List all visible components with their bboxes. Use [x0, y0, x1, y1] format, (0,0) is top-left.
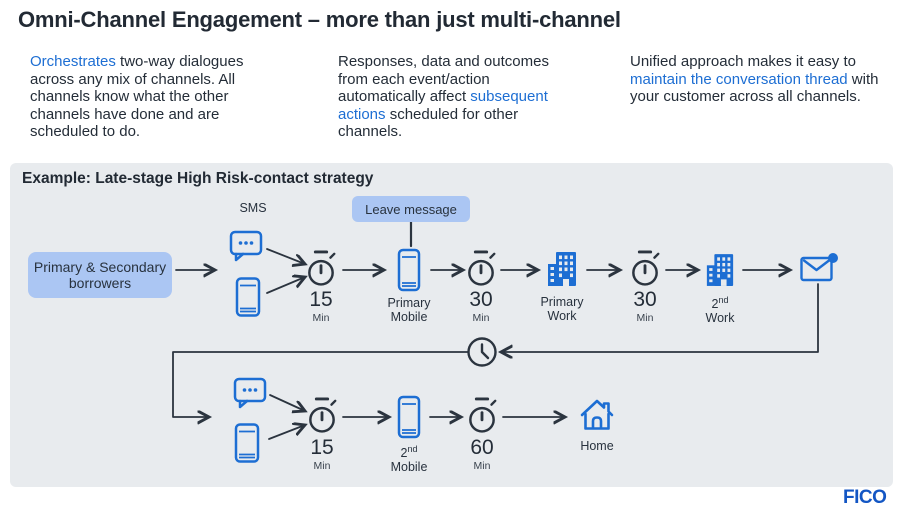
sms-label: SMS [239, 201, 267, 215]
start-node-line2: borrowers [68, 275, 132, 291]
stopwatch-icon [464, 396, 500, 436]
intro-2-pre: Responses, data and outcomes from each e… [338, 53, 549, 105]
second-mobile-label: 2nd Mobile [390, 444, 428, 475]
start-node-borrowers: Primary & Secondary borrowers [28, 252, 172, 298]
wait-time-value: 15 [310, 436, 334, 459]
wait-time-value: 15 [309, 288, 333, 311]
intro-2-post: scheduled for other channels. [338, 105, 519, 141]
intro-paragraph-3: Unified approach makes it easy to mainta… [630, 53, 888, 106]
stopwatch-icon [463, 249, 499, 289]
mobile-phone-icon [397, 248, 421, 292]
leave-message-callout: Leave message [352, 196, 470, 222]
intro-1-text: two-way dialogues across any mix of chan… [30, 53, 244, 140]
wait-time-value: 30 [633, 288, 657, 311]
diagram-heading: Example: Late-stage High Risk-contact st… [22, 170, 374, 187]
wait-time-value: 60 [470, 436, 494, 459]
wait-time-unit: Min [473, 460, 491, 472]
example-diagram-panel: Example: Late-stage High Risk-contact st… [10, 163, 893, 487]
office-building-icon [546, 251, 578, 287]
primary-work-label: Primary Work [540, 295, 584, 323]
connector-lines [172, 220, 819, 440]
mobile-phone-icon [233, 422, 261, 464]
highlight-orchestrates: Orchestrates [30, 53, 116, 70]
start-node-line1: Primary & Secondary [33, 259, 167, 275]
clock-icon [465, 335, 499, 369]
fico-logo: FICO [843, 487, 887, 508]
home-icon [579, 397, 615, 433]
intro-3-post: with your customer across all channels. [630, 70, 879, 106]
mobile-phone-icon [234, 276, 262, 318]
wait-time-unit: Min [312, 312, 330, 324]
intro-3-pre: Unified approach makes it easy to [630, 53, 856, 70]
intro-paragraph-2: Responses, data and outcomes from each e… [338, 53, 566, 141]
wait-time-value: 30 [469, 288, 493, 311]
home-label: Home [580, 439, 614, 453]
second-work-label: 2nd Work [705, 295, 735, 326]
email-notification-icon [799, 251, 839, 285]
mobile-phone-icon [397, 395, 421, 439]
intro-paragraph-1: Orchestrates two-way dialogues across an… [30, 53, 280, 141]
page-title: Omni-Channel Engagement – more than just… [18, 7, 621, 32]
wait-time-unit: Min [313, 460, 331, 472]
wait-time-unit: Min [636, 312, 654, 324]
stopwatch-icon [303, 249, 339, 289]
sms-bubble-icon [228, 229, 264, 263]
primary-mobile-label: Primary Mobile [387, 296, 431, 324]
highlight-conversation-thread: maintain the conversation thread [630, 70, 848, 88]
office-building-icon [705, 253, 735, 287]
sms-bubble-icon [232, 376, 268, 410]
wait-time-unit: Min [472, 312, 490, 324]
stopwatch-icon [304, 396, 340, 436]
stopwatch-icon [627, 249, 663, 289]
highlight-subsequent-actions: subsequent actions [338, 88, 548, 123]
